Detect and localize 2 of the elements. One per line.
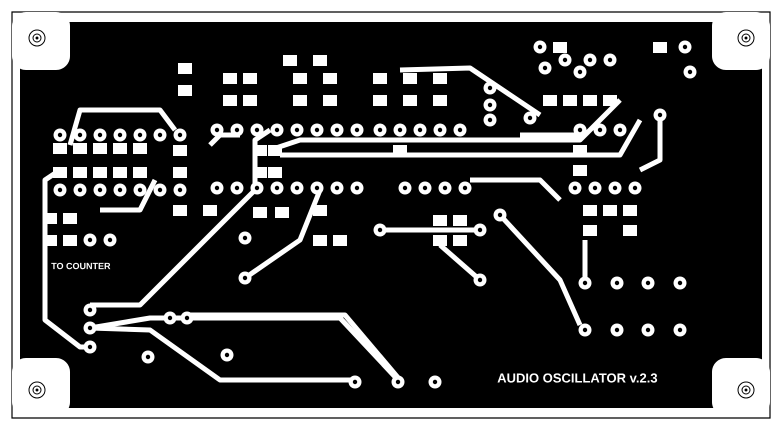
board-label: AUDIO OSCILLATOR v.2.3 [498,373,658,383]
board-label: TO COUNTER [51,262,110,270]
